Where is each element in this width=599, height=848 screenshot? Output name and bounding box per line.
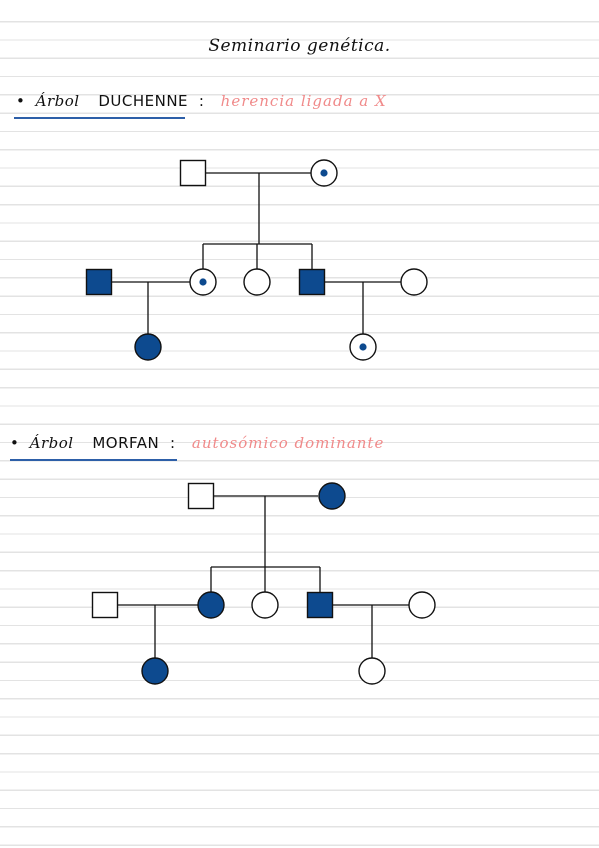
section-colon: : [170, 434, 176, 452]
female-circle [243, 268, 271, 296]
individual-m-grandchild-left [141, 657, 169, 685]
bullet: • [10, 434, 19, 452]
individual-m-son [306, 591, 334, 619]
female-circle [400, 268, 428, 296]
male-square [179, 159, 207, 187]
male-square [306, 591, 334, 619]
female-circle [358, 657, 386, 685]
section-label-word2: MORFAN [92, 434, 160, 452]
individual-d-son [298, 268, 326, 296]
section-label-word1: Árbol [35, 92, 80, 110]
male-square [187, 482, 215, 510]
carrier-dot [359, 343, 367, 351]
male-square [85, 268, 113, 296]
individual-d-daughter-2 [243, 268, 271, 296]
individual-d-spouse-left [85, 268, 113, 296]
page-title: Seminario genética. [208, 36, 391, 56]
individual-d-mother [310, 159, 338, 187]
individual-m-daughter-2 [251, 591, 279, 619]
individual-m-grandchild-right [358, 657, 386, 685]
individual-m-spouse-left [91, 591, 119, 619]
individual-d-daughter-1 [189, 268, 217, 296]
section-colon: : [198, 92, 204, 110]
individual-m-mother [318, 482, 346, 510]
female-circle [134, 333, 162, 361]
male-square [91, 591, 119, 619]
individual-d-grandchild-right [349, 333, 377, 361]
bullet: • [16, 92, 25, 110]
carrier-dot [199, 278, 207, 286]
section-subtitle: herencia ligada a X [220, 92, 387, 110]
section-heading-morfan: • Árbol MORFAN : autosómico dominante [10, 434, 384, 452]
male-square [298, 268, 326, 296]
individual-m-daughter-1 [197, 591, 225, 619]
section-underline [14, 117, 185, 119]
section-underline [10, 459, 177, 461]
female-circle [251, 591, 279, 619]
individual-d-grandchild-left [134, 333, 162, 361]
individual-d-father [179, 159, 207, 187]
individual-m-spouse-right [408, 591, 436, 619]
female-circle [408, 591, 436, 619]
section-heading-duchenne: • Árbol DUCHENNE : herencia ligada a X [16, 92, 387, 110]
individual-d-spouse-right [400, 268, 428, 296]
individual-m-father [187, 482, 215, 510]
female-circle [141, 657, 169, 685]
female-circle [197, 591, 225, 619]
section-subtitle: autosómico dominante [191, 434, 385, 452]
female-circle [318, 482, 346, 510]
section-label-word2: DUCHENNE [98, 92, 189, 110]
section-label-word1: Árbol [29, 434, 74, 452]
carrier-dot [320, 169, 328, 177]
